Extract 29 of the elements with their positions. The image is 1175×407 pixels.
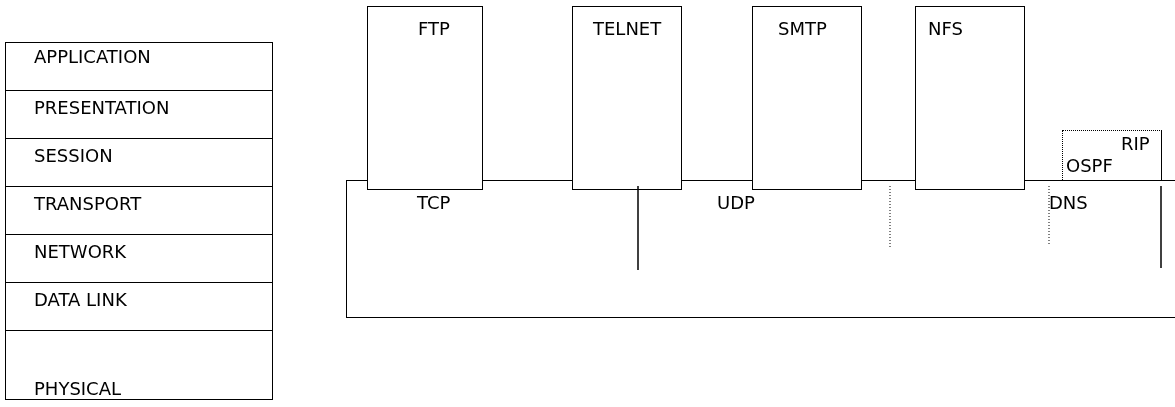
osi-layer-row	[5, 186, 273, 236]
osi-layer-row	[5, 42, 273, 92]
osi-layer-row	[5, 282, 273, 332]
layer-name: SESSION	[34, 146, 113, 166]
protocol-name: SMTP	[778, 19, 827, 39]
layer-name: DATA LINK	[34, 290, 127, 310]
protocol-name: FTP	[418, 19, 450, 39]
layer-name: PRESENTATION	[34, 98, 170, 118]
transport-layer-box	[346, 180, 1175, 318]
protocol-box	[572, 6, 682, 190]
osi-layer-row	[5, 90, 273, 140]
protocol-box	[915, 6, 1025, 190]
protocol-name: OSPF	[1066, 156, 1113, 176]
routing-protocol-box	[1062, 130, 1162, 180]
protocol-box	[367, 6, 483, 190]
protocol-name: NFS	[928, 19, 963, 39]
protocol-name: DNS	[1049, 193, 1088, 213]
protocol-name: TCP	[417, 193, 451, 213]
layer-name: NETWORK	[34, 242, 127, 262]
osi-layer-row	[5, 234, 273, 284]
protocol-name: UDP	[717, 193, 755, 213]
protocol-name: TELNET	[593, 19, 662, 39]
osi-layer-row	[5, 138, 273, 188]
layer-name: TRANSPORT	[34, 194, 142, 214]
osi-layer-row	[5, 330, 273, 400]
protocol-box	[752, 6, 862, 190]
layer-name: PHYSICAL	[34, 379, 122, 399]
layer-name: APPLICATION	[34, 47, 151, 67]
protocol-name: RIP	[1121, 134, 1150, 154]
